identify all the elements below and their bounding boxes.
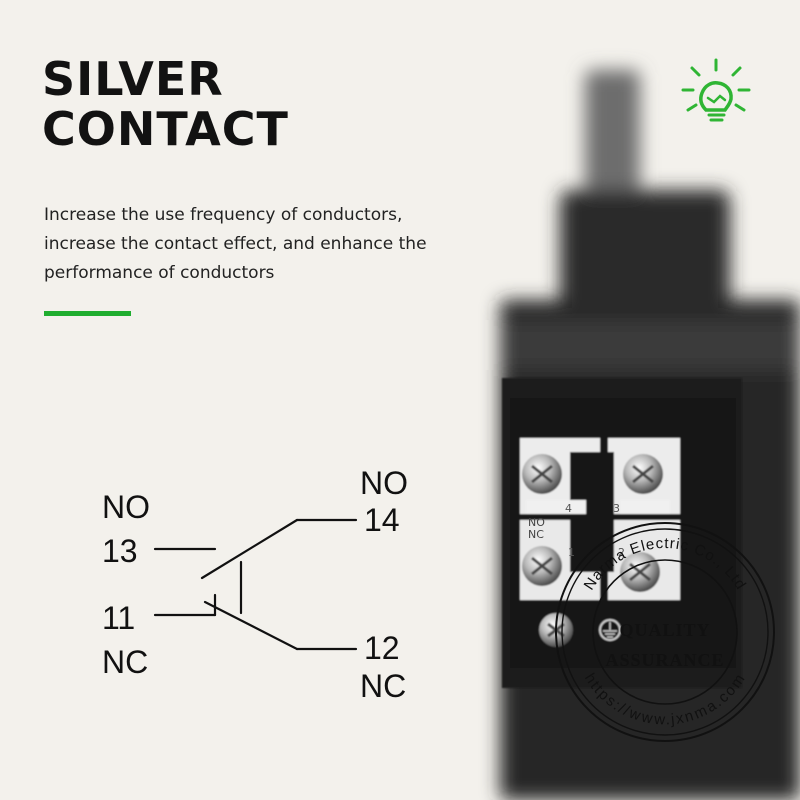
page-title: SILVER CONTACT <box>42 54 372 154</box>
terminal-label-4: 4 <box>565 502 572 515</box>
terminal-14-label: 14 <box>364 502 400 538</box>
description-line-1: Increase the use frequency of conductors… <box>44 205 403 225</box>
terminal-11-label: 11 <box>102 600 136 636</box>
photo-no-tag: NO <box>528 516 545 529</box>
photo-nc-tag: NC <box>528 528 544 541</box>
seal-quality-text: QUALITY <box>619 620 711 640</box>
nc-contact-arm <box>203 600 299 651</box>
terminal-13-label: 13 <box>102 533 138 569</box>
terminal-label-2: 2 <box>618 546 625 559</box>
left-no-label: NO <box>102 489 150 525</box>
seal-url-text: https://www.jxnma.com <box>581 670 749 728</box>
right-no-label: NO <box>360 465 408 501</box>
description-line-2: increase the contact effect, and enhance… <box>44 234 427 254</box>
terminal-label-1: 1 <box>568 546 575 559</box>
title-line-1: SILVER <box>42 52 224 106</box>
seal-assurance-text: ASSURANCE <box>605 650 725 670</box>
terminal-label-3: 3 <box>613 502 620 515</box>
no-contact-arm <box>200 518 299 580</box>
lightbulb-icon <box>681 58 751 122</box>
brand-logo <box>678 56 754 128</box>
left-nc-label: NC <box>102 644 149 680</box>
terminal-12-label: 12 <box>364 630 400 666</box>
description: Increase the use frequency of conductors… <box>44 201 514 288</box>
title-line-2: CONTACT <box>42 102 289 156</box>
contact-diagram: NO 13 11 NC NO 14 12 NC <box>0 450 460 710</box>
description-line-3: performance of conductors <box>44 263 275 283</box>
right-nc-label: NC <box>360 668 407 704</box>
quality-seal: Narma Electric Co., Ltd https://www.jxnm… <box>553 520 777 744</box>
seal-company-text: Narma Electric Co., Ltd <box>581 535 750 593</box>
accent-divider <box>44 311 131 316</box>
